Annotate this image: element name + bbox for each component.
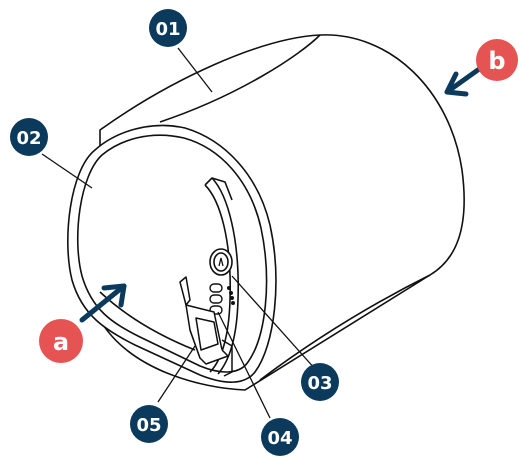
- callout-label: b: [488, 47, 505, 75]
- callout-a: a: [39, 319, 83, 363]
- arrow-b: [444, 64, 485, 95]
- callout-label: 03: [307, 373, 332, 394]
- leader-05: [157, 345, 196, 403]
- leader-01: [177, 47, 213, 93]
- indicator-panel: [209, 283, 235, 315]
- callout-label: a: [53, 328, 69, 356]
- callout-03: 03: [301, 363, 339, 401]
- leader-02: [41, 153, 93, 189]
- badge-circle: [261, 418, 299, 456]
- arrow-b-head: [444, 71, 469, 97]
- badge-circle: [130, 405, 168, 443]
- callout-label: 02: [16, 128, 41, 149]
- leader-lines: [41, 47, 317, 419]
- badge-circle: [149, 9, 187, 47]
- leader-03: [231, 275, 317, 371]
- callout-b: b: [476, 39, 518, 81]
- badge-circle: [39, 319, 83, 363]
- callout-02: 02: [10, 118, 48, 156]
- arrow-a: [79, 283, 127, 323]
- cover-top-tab: [204, 177, 233, 201]
- power-button: [209, 248, 233, 276]
- callout-label: 04: [267, 428, 292, 449]
- rear-edge: [159, 34, 321, 123]
- cover-seam-2: [211, 177, 240, 375]
- badge-circle: [476, 39, 518, 81]
- callout-04: 04: [261, 418, 299, 456]
- arrows: [79, 64, 485, 323]
- callout-label: 01: [155, 19, 180, 40]
- callout-01: 01: [149, 9, 187, 47]
- power-icon: [218, 257, 224, 267]
- leader-04: [217, 311, 271, 419]
- badge-circle: [301, 363, 339, 401]
- badge-circle: [10, 118, 48, 156]
- cover-release-lever: [179, 276, 233, 377]
- front-cover-outer: [67, 124, 277, 383]
- front-cover-inner: [77, 134, 268, 373]
- front-cover: [67, 124, 277, 383]
- bottom-edge: [259, 274, 431, 381]
- arrow-a-head: [101, 283, 127, 308]
- callout-05: 05: [130, 405, 168, 443]
- callout-label: 05: [136, 415, 161, 436]
